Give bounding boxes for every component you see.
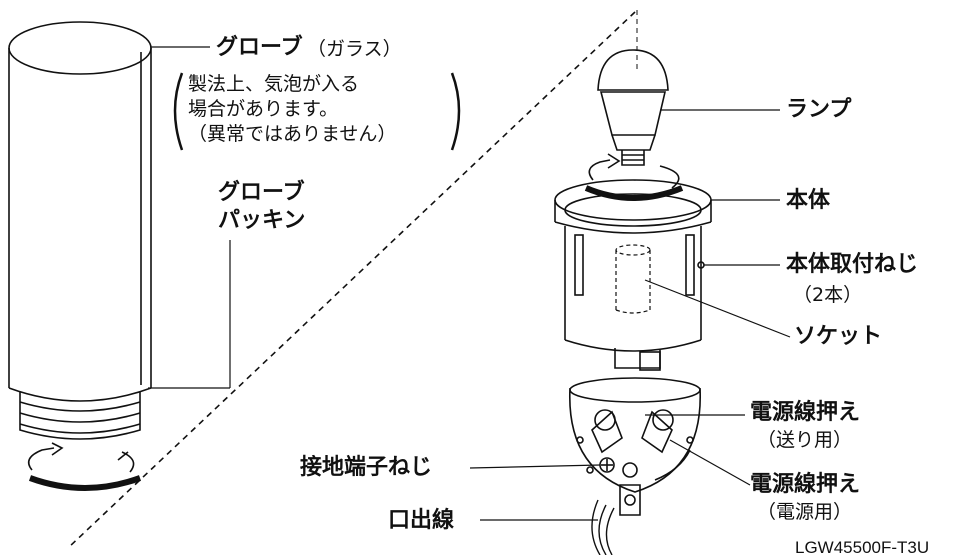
cord-clamp-feed-label: 電源線押え [750,400,861,425]
globe-drawing [8,21,152,491]
model-code: LGW45500F-T3U [795,538,930,557]
globe-material-label: （ガラス） [307,38,402,60]
note-line-3: （異常ではありません） [188,123,397,145]
socket-label: ソケット [794,324,883,349]
packing-label-line-2: パッキン [218,208,306,233]
cord-clamp-feed-sub-label: （送り用） [757,429,853,451]
base-drawing [569,377,701,555]
leader-lines [148,46,791,521]
lamp-drawing [584,49,684,201]
ground-screw-label: 接地端子ねじ [300,455,433,480]
globe-label: グローブ [216,35,303,60]
body-screw-label: 本体取付ねじ [786,252,919,277]
separator-line [67,11,636,549]
packing-label-line-1: グローブ [218,180,305,205]
lead-wire-label: 口出線 [388,508,455,533]
body-screw-count-label: （2本） [793,284,863,306]
cord-clamp-power-sub-label: （電源用） [757,501,853,523]
lamp-label: ランプ [786,97,852,122]
note-line-1: 製法上、気泡が入る [188,73,360,95]
cord-clamp-power-label: 電源線押え [750,472,861,497]
body-drawing [554,179,712,371]
note-line-2: 場合があります。 [188,98,339,120]
body-label: 本体 [786,188,831,213]
